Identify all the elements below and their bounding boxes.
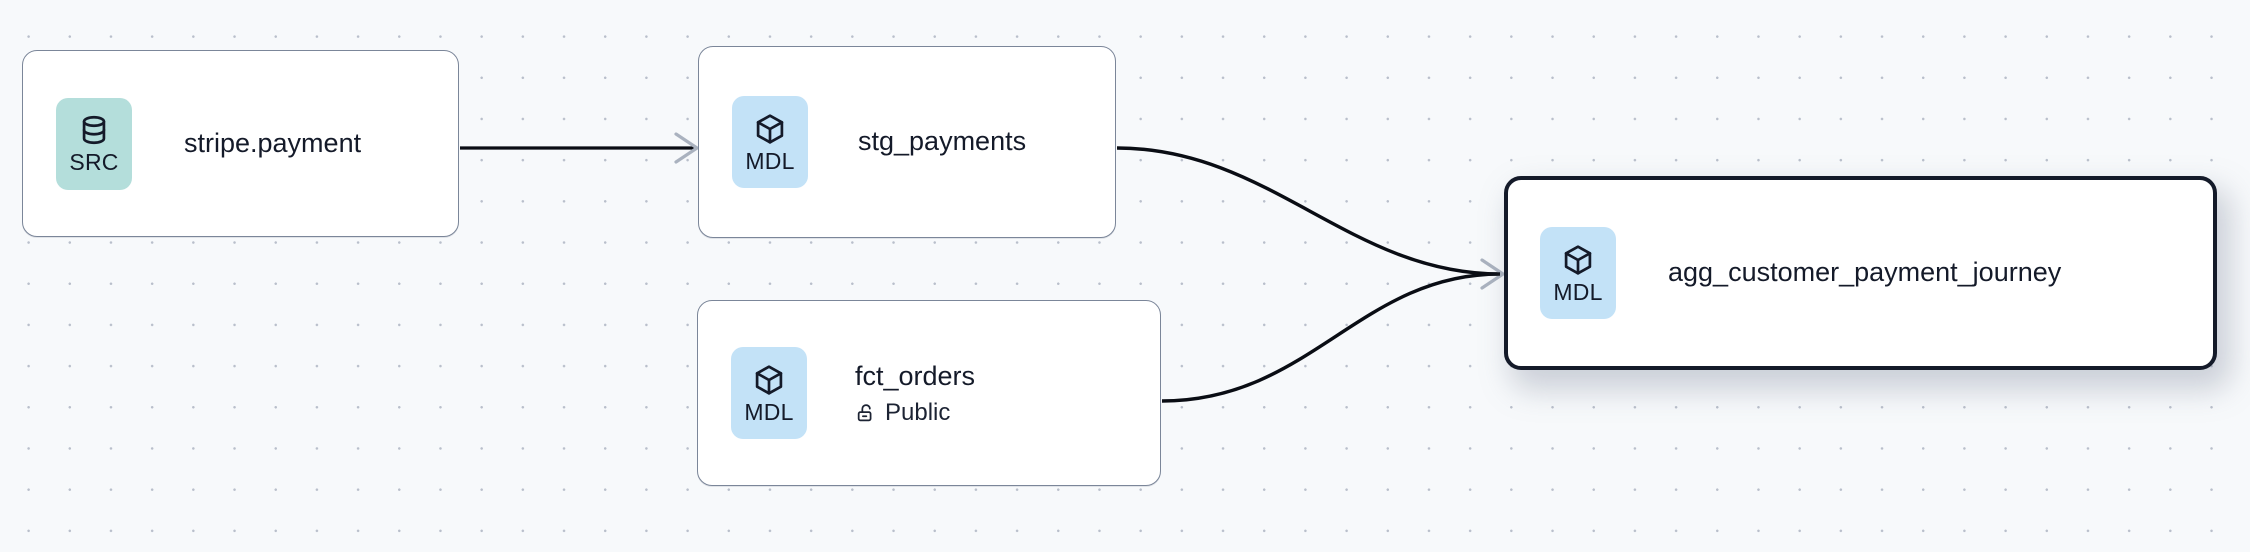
cube-icon	[753, 112, 787, 146]
database-icon	[77, 113, 111, 147]
node-body: stripe.payment	[184, 128, 361, 160]
node-visibility: Public	[855, 401, 975, 425]
node-body: stg_payments	[858, 126, 1026, 158]
edge-stg-to-agg	[1116, 146, 1505, 290]
node-stg-payments[interactable]: MDL stg_payments	[698, 46, 1116, 238]
node-title: agg_customer_payment_journey	[1668, 257, 2062, 288]
node-body: fct_orders Public	[855, 361, 975, 426]
node-body: agg_customer_payment_journey	[1668, 257, 2061, 289]
edge-fct-to-agg	[1161, 272, 1501, 403]
source-badge: SRC	[56, 97, 132, 190]
cube-icon	[1561, 243, 1595, 277]
node-visibility-label: Public	[885, 399, 951, 427]
node-title: stripe.payment	[184, 127, 362, 158]
cube-icon	[752, 363, 786, 397]
model-badge-label: MDL	[744, 398, 794, 425]
model-badge: MDL	[732, 96, 808, 188]
node-title: fct_orders	[855, 360, 976, 391]
unlock-icon	[855, 402, 877, 424]
node-title: stg_payments	[858, 126, 1027, 157]
model-badge: MDL	[731, 347, 807, 439]
node-stripe-payment[interactable]: SRC stripe.payment	[22, 50, 459, 237]
source-badge-label: SRC	[69, 149, 119, 175]
model-badge-label: MDL	[1553, 278, 1603, 305]
edge-stripe-to-stg	[460, 132, 699, 164]
arrowhead-icon	[1480, 258, 1505, 290]
arrowhead-icon	[674, 132, 699, 164]
model-badge: MDL	[1540, 227, 1616, 319]
model-badge-label: MDL	[745, 147, 795, 174]
node-agg-customer-payment-journey[interactable]: MDL agg_customer_payment_journey	[1504, 176, 2217, 370]
node-fct-orders[interactable]: MDL fct_orders Public	[697, 300, 1161, 486]
